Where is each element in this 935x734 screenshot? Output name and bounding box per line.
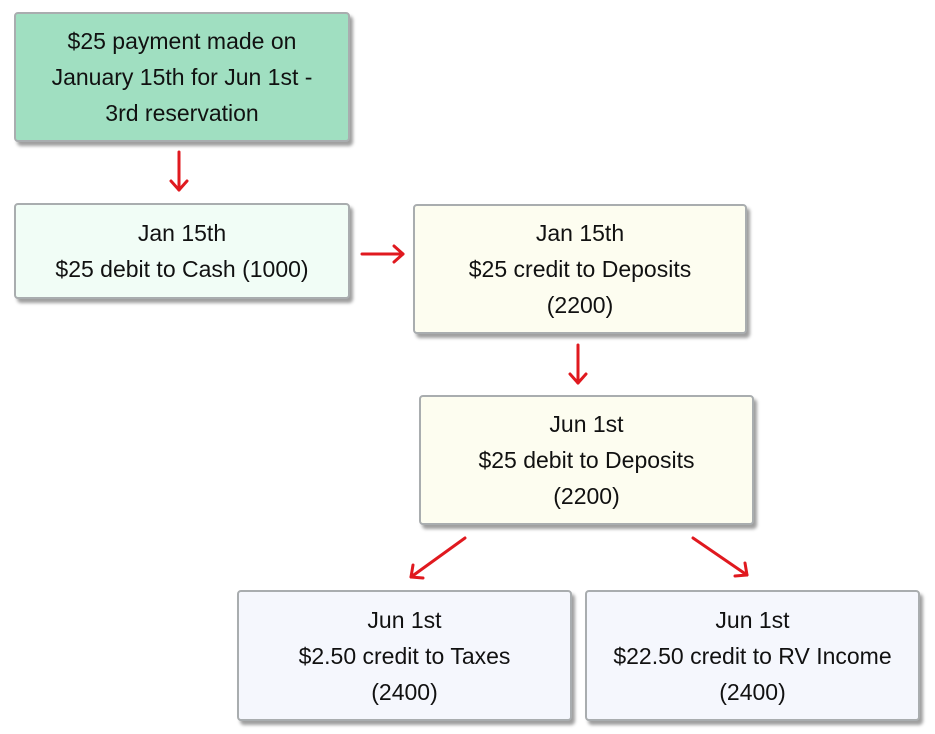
node-payment-received: $25 payment made on January 15th for Jun… — [14, 12, 350, 142]
node-line: January 15th for Jun 1st - — [51, 64, 313, 90]
node-line: Jun 1st — [367, 606, 442, 633]
node-cash-debit: Jan 15th $25 debit to Cash (1000) — [14, 203, 350, 299]
node-line: (2400) — [719, 678, 786, 705]
arrow-start-to-cash — [169, 150, 189, 192]
node-deposits-credit: Jan 15th $25 credit to Deposits (2200) — [413, 204, 747, 334]
node-line: $25 debit to Deposits — [478, 447, 695, 473]
node-line: $22.50 credit to RV Income — [613, 642, 892, 669]
node-line: Jan 15th — [535, 220, 625, 246]
node-taxes-credit: Jun 1st $2.50 credit to Taxes (2400) — [237, 590, 572, 721]
node-line: $25 credit to Deposits — [468, 256, 692, 282]
node-line: $25 payment made on — [67, 28, 297, 54]
node-line: Jun 1st — [549, 411, 624, 437]
node-deposits-debit: Jun 1st $25 debit to Deposits (2200) — [419, 395, 754, 525]
node-line: Jan 15th — [137, 220, 227, 246]
node-line: $2.50 credit to Taxes — [298, 642, 511, 669]
node-line: 3rd reservation — [105, 100, 259, 126]
node-line: Jun 1st — [715, 606, 790, 633]
node-line: $25 debit to Cash (1000) — [55, 256, 309, 282]
node-line: (2200) — [553, 483, 620, 509]
arrow-deposits-credit-to-deposits-debit — [568, 343, 588, 385]
node-line: (2400) — [371, 678, 438, 705]
node-rv-income-credit: Jun 1st $22.50 credit to RV Income (2400… — [585, 590, 920, 721]
arrow-deposits-debit-to-rv-income — [691, 536, 749, 578]
node-line: (2200) — [546, 292, 614, 318]
arrow-cash-to-deposits-credit — [360, 244, 405, 264]
arrow-deposits-debit-to-taxes — [409, 536, 467, 580]
